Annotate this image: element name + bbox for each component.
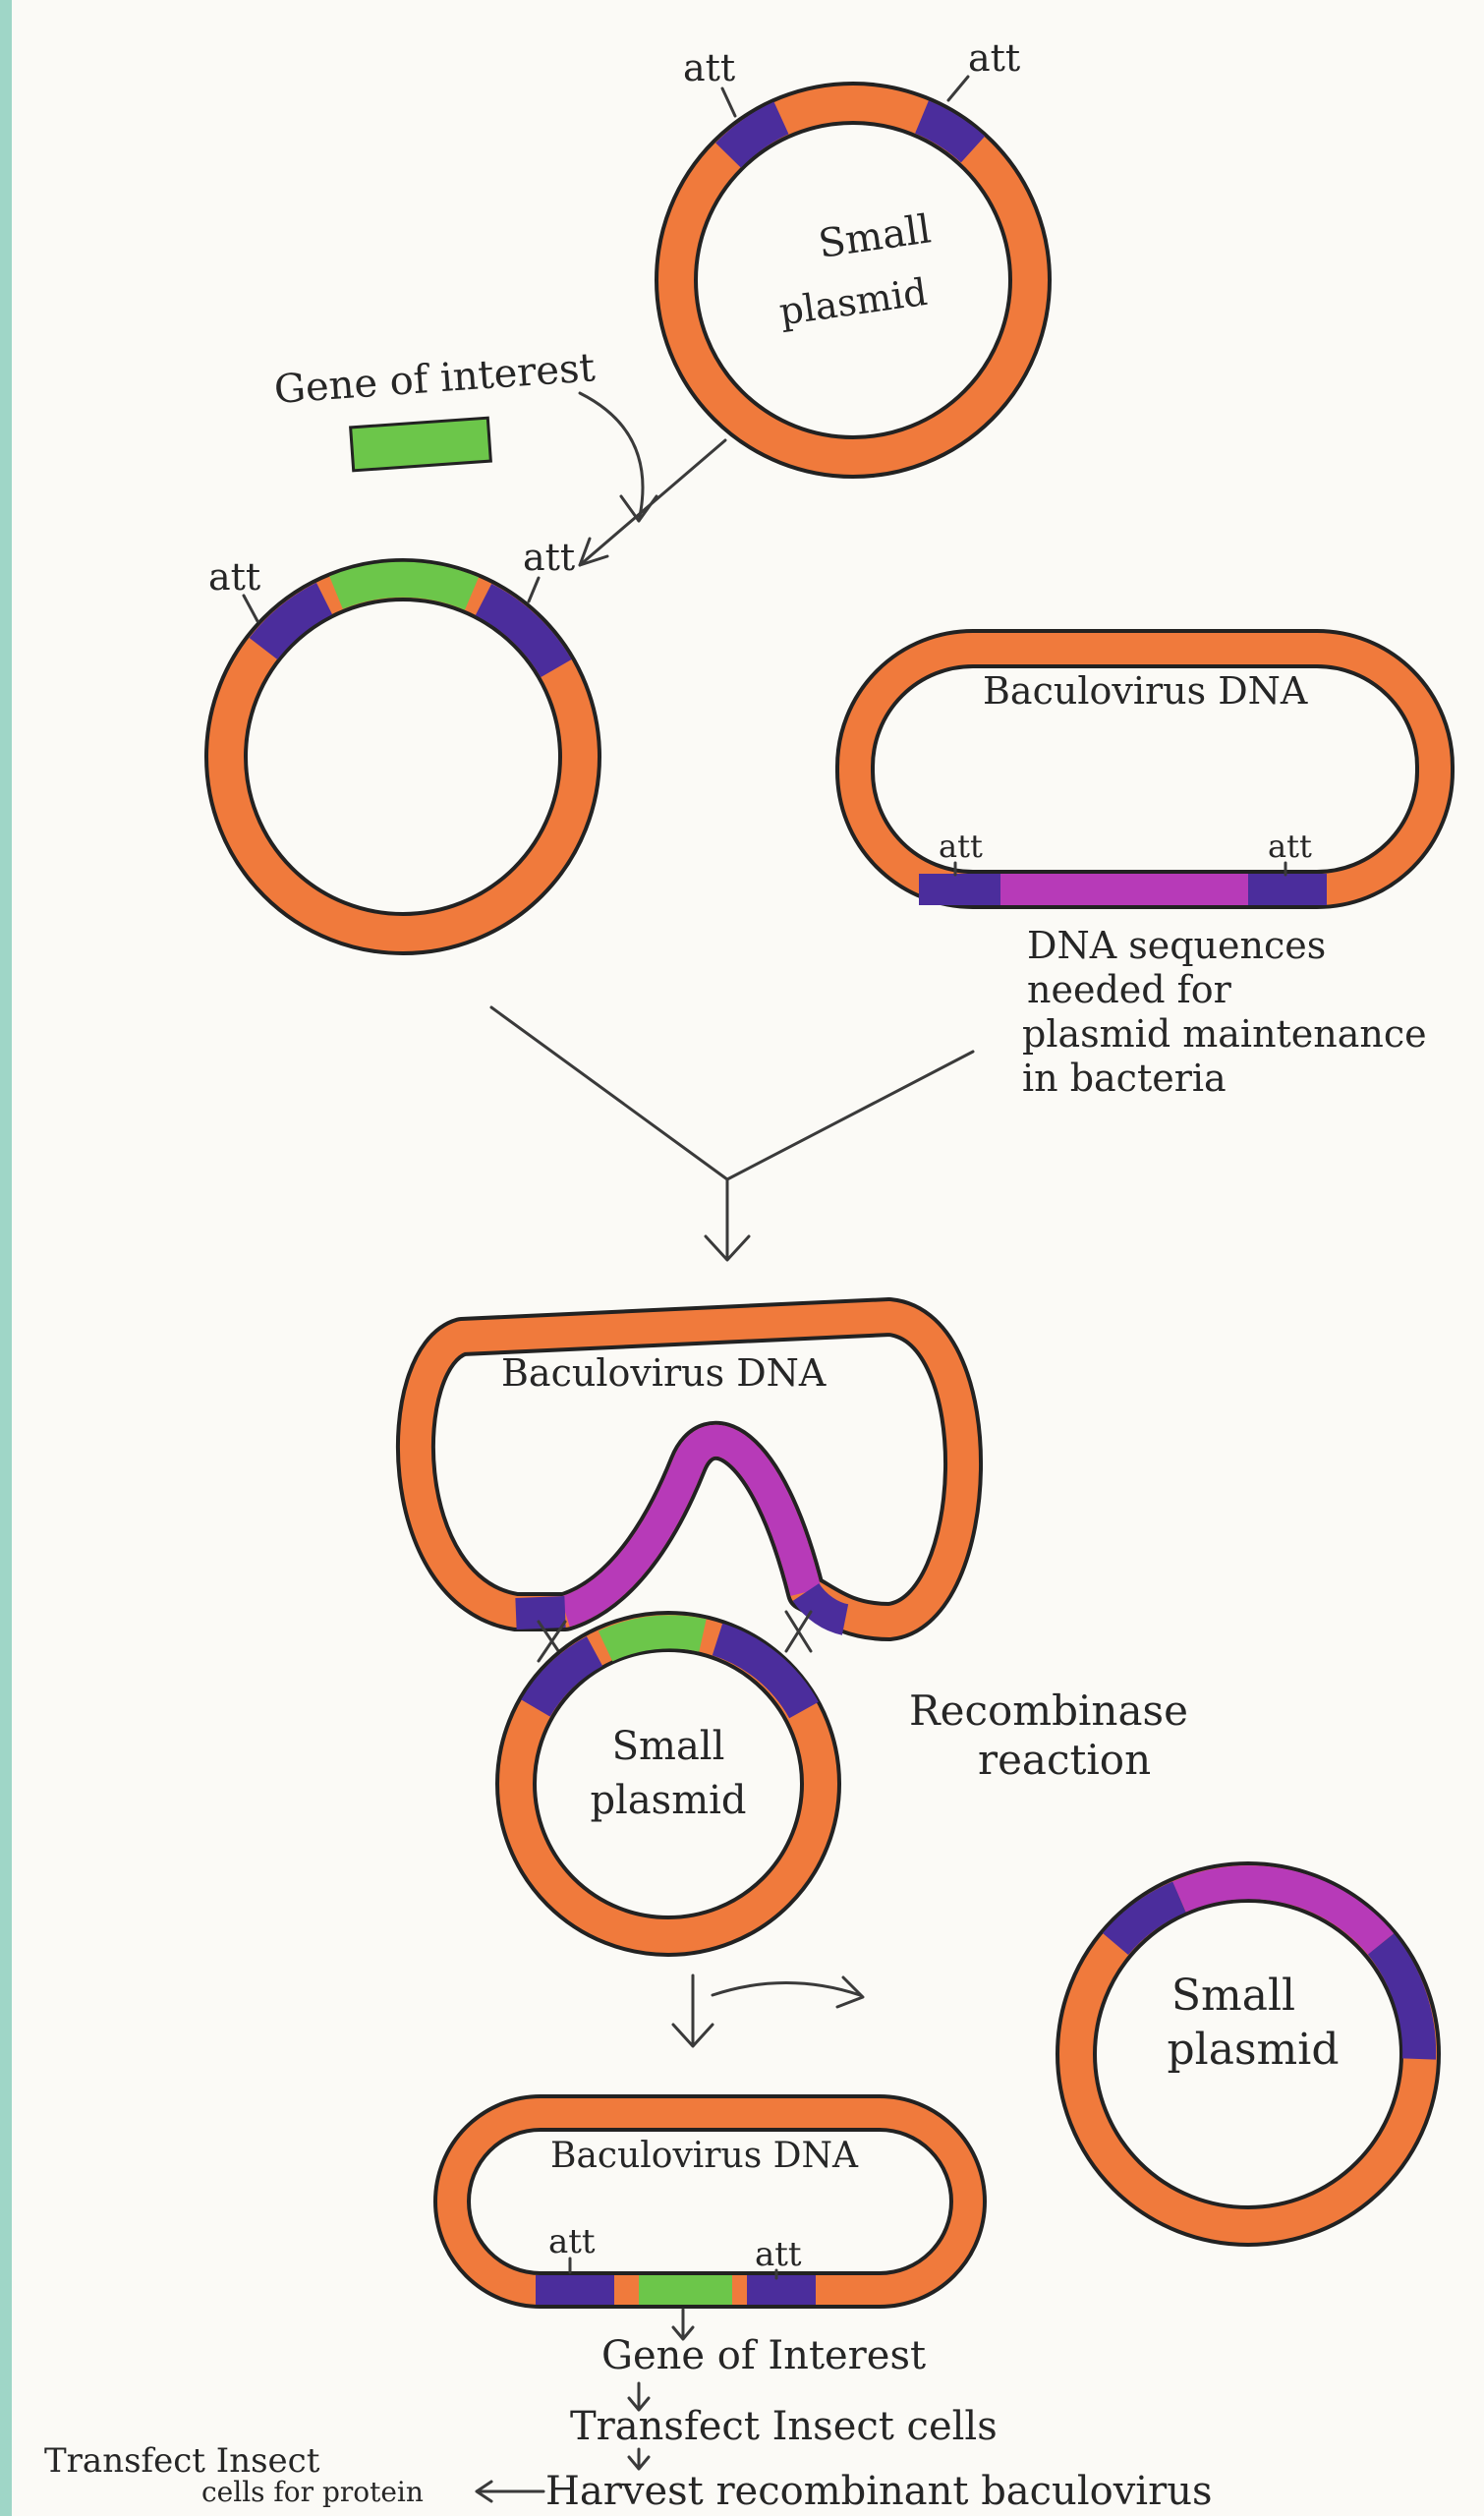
mid-plasmid-att-left xyxy=(249,582,333,660)
gene-of-interest-label: Gene of interest xyxy=(272,345,596,413)
recombinase-text-2: reaction xyxy=(978,1736,1151,1784)
harvest-left-arrow xyxy=(475,2480,545,2503)
result-plasmid-text-1: Small xyxy=(1171,1971,1295,2021)
harvest-label: Harvest recombinant baculovirus xyxy=(545,2469,1213,2514)
recomb-plasmid-gene xyxy=(598,1615,707,1662)
gene-block xyxy=(349,416,492,473)
converge-line-right xyxy=(725,1050,975,1181)
mid-att-right-pointer xyxy=(527,576,541,603)
top-att-left-label: att xyxy=(683,46,735,89)
bac3-att-left-label: att xyxy=(548,2222,596,2261)
recombinant-baculovirus-dna: Baculovirus DNA att att xyxy=(433,2094,987,2309)
gene-pointer-arrow xyxy=(671,2308,695,2341)
bac2-att-left xyxy=(515,1596,566,1630)
bac2-att-right xyxy=(792,1582,849,1635)
result-plasmid-maintenance xyxy=(1172,1865,1395,1956)
converge-arrow-head xyxy=(704,1234,751,1262)
top-plasmid-text-2: plasmid xyxy=(776,270,930,334)
recombinase-text-1: Recombinase xyxy=(909,1687,1188,1735)
final-steps: Gene of Interest Transfect Insect cells … xyxy=(44,2308,1213,2514)
plasmid-to-insert-arrow xyxy=(578,438,727,567)
recomb-plasmid-att-right xyxy=(712,1623,819,1719)
result-arrows xyxy=(671,1973,865,2048)
result-plasmid-text-2: plasmid xyxy=(1167,2025,1339,2075)
baculovirus-dna-1: Baculovirus DNA att att DNA sequences ne… xyxy=(835,629,1455,1100)
curve-arrow xyxy=(711,1981,862,1997)
recombination-step: Baculovirus DNA Small plasmid Recombinas… xyxy=(395,1297,1188,1957)
mid-att-left-label: att xyxy=(208,555,260,599)
plasmid-with-gene: att att xyxy=(204,536,601,955)
result-small-plasmid: Small plasmid xyxy=(1056,1861,1441,2247)
recomb-plasmid-att-left xyxy=(521,1636,603,1717)
top-att-right-label: att xyxy=(968,36,1020,80)
top-att-right-pointer xyxy=(946,75,970,102)
mid-plasmid-gene xyxy=(329,561,480,610)
top-plasmid-att-left xyxy=(715,101,789,168)
top-small-plasmid: Small plasmid att att xyxy=(655,36,1052,479)
step-arrow-2 xyxy=(627,2447,651,2471)
dna-seq-text-2: needed for xyxy=(1027,968,1232,1011)
converge-line-left xyxy=(489,1005,729,1181)
transfect-protein-text-1: Transfect Insect xyxy=(44,2441,320,2481)
crossover-right xyxy=(784,1610,813,1653)
bottom-gene-label: Gene of Interest xyxy=(601,2333,926,2378)
bac1-att-left-label: att xyxy=(939,828,983,865)
bac2-title: Baculovirus DNA xyxy=(501,1351,827,1395)
dna-seq-text-1: DNA sequences xyxy=(1027,924,1326,967)
top-plasmid-att-right xyxy=(914,100,986,163)
recomb-plasmid-text-1: Small xyxy=(612,1724,725,1769)
top-att-left-pointer xyxy=(720,86,737,118)
recomb-plasmid-text-2: plasmid xyxy=(590,1778,746,1823)
mid-att-right-label: att xyxy=(523,536,575,579)
bac1-title: Baculovirus DNA xyxy=(983,669,1308,713)
converging-arrow xyxy=(489,1005,975,1262)
mid-att-left-pointer xyxy=(242,594,259,623)
step-arrow-1 xyxy=(627,2381,651,2412)
paper-left-edge xyxy=(0,0,12,2516)
bac2-maintenance xyxy=(559,1424,822,1628)
plasmid-to-insert-arrow-head xyxy=(578,537,609,567)
bac1-att-right-label: att xyxy=(1268,828,1312,865)
mid-plasmid-att-right xyxy=(475,583,572,678)
result-plasmid-att-left xyxy=(1103,1881,1187,1956)
result-plasmid-att-right xyxy=(1367,1933,1437,2060)
gene-of-interest-insert: Gene of interest xyxy=(272,345,727,567)
top-plasmid-text-1: Small xyxy=(816,206,934,267)
transfect-label: Transfect Insect cells xyxy=(570,2404,998,2449)
curve-arrow-head xyxy=(835,1975,865,2009)
down-arrow-head xyxy=(671,2023,714,2048)
dna-seq-text-3: plasmid maintenance xyxy=(1022,1012,1427,1056)
bac3-title: Baculovirus DNA xyxy=(550,2136,859,2176)
transfect-protein-text-2: cells for protein xyxy=(201,2476,424,2508)
bac3-att-right-label: att xyxy=(755,2235,802,2274)
gene-arrow xyxy=(578,391,645,523)
dna-seq-text-4: in bacteria xyxy=(1022,1057,1227,1100)
